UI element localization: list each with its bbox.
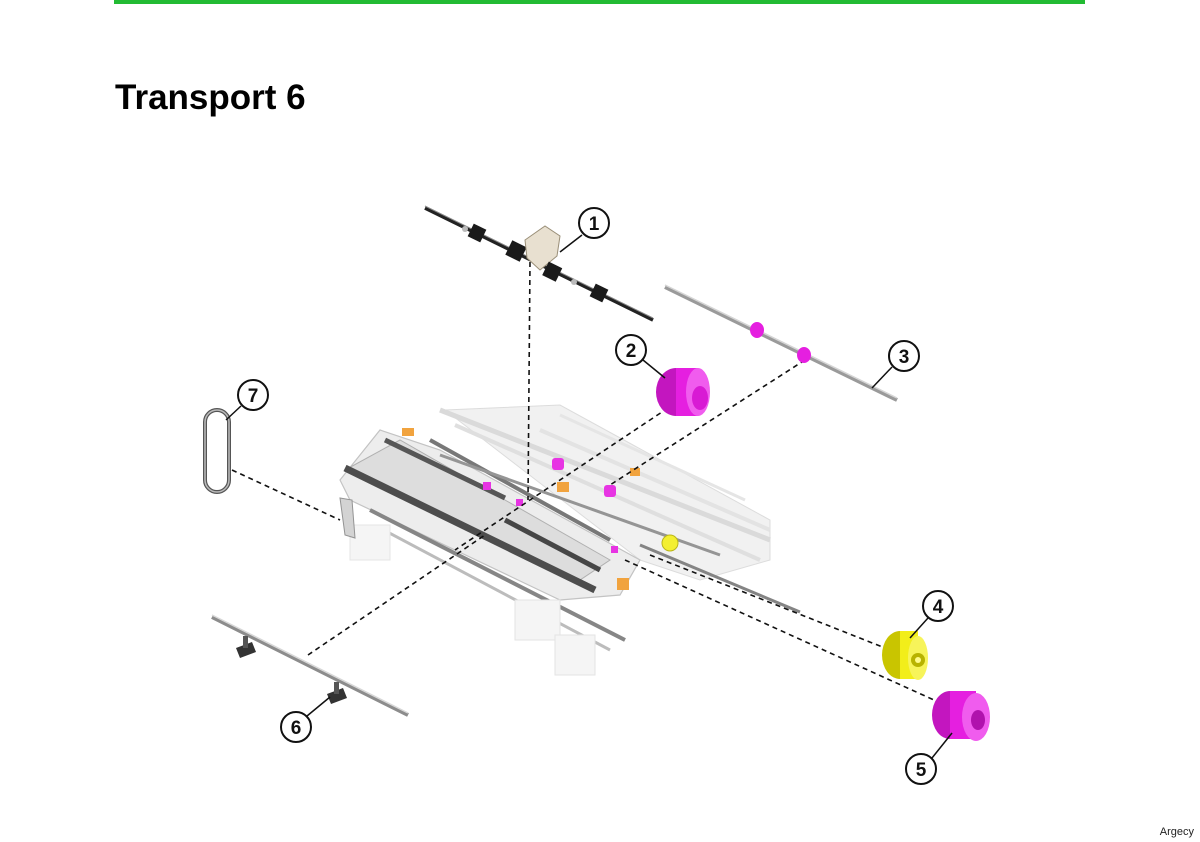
callout-number: 2 bbox=[626, 341, 637, 362]
yellow-part-in-frame bbox=[661, 534, 679, 552]
callout-number: 3 bbox=[899, 347, 910, 368]
callout-number: 4 bbox=[933, 597, 944, 618]
part-6-shaft bbox=[211, 614, 409, 717]
callout-1: 1 bbox=[559, 207, 610, 253]
callouts: 1 2 3 4 5 6 bbox=[225, 207, 954, 785]
callout-5: 5 bbox=[905, 732, 953, 785]
part-5-magenta-roller bbox=[932, 691, 990, 741]
part-2-magenta-roller bbox=[656, 368, 710, 416]
magenta-part-in-frame bbox=[604, 485, 616, 497]
callout-4: 4 bbox=[909, 590, 954, 639]
transport-frame bbox=[339, 404, 801, 676]
callout-2: 2 bbox=[615, 334, 666, 379]
part-1-roller-shaft bbox=[424, 205, 654, 322]
page-title: Transport 6 bbox=[115, 78, 306, 117]
part-7-belt bbox=[203, 408, 231, 494]
callout-number: 7 bbox=[248, 386, 259, 407]
header-rule bbox=[114, 0, 1085, 4]
callout-number: 1 bbox=[589, 214, 600, 235]
part-4-yellow-pulley bbox=[882, 631, 928, 680]
part-3-shaft bbox=[664, 284, 898, 402]
footer-credit: Argecy bbox=[1159, 826, 1194, 838]
magenta-part-in-frame bbox=[552, 458, 564, 470]
callout-6: 6 bbox=[280, 696, 331, 743]
leader-lines bbox=[231, 261, 946, 706]
callout-7: 7 bbox=[225, 379, 269, 421]
callout-number: 5 bbox=[916, 760, 927, 781]
callout-number: 6 bbox=[291, 718, 302, 739]
callout-3: 3 bbox=[871, 340, 920, 389]
